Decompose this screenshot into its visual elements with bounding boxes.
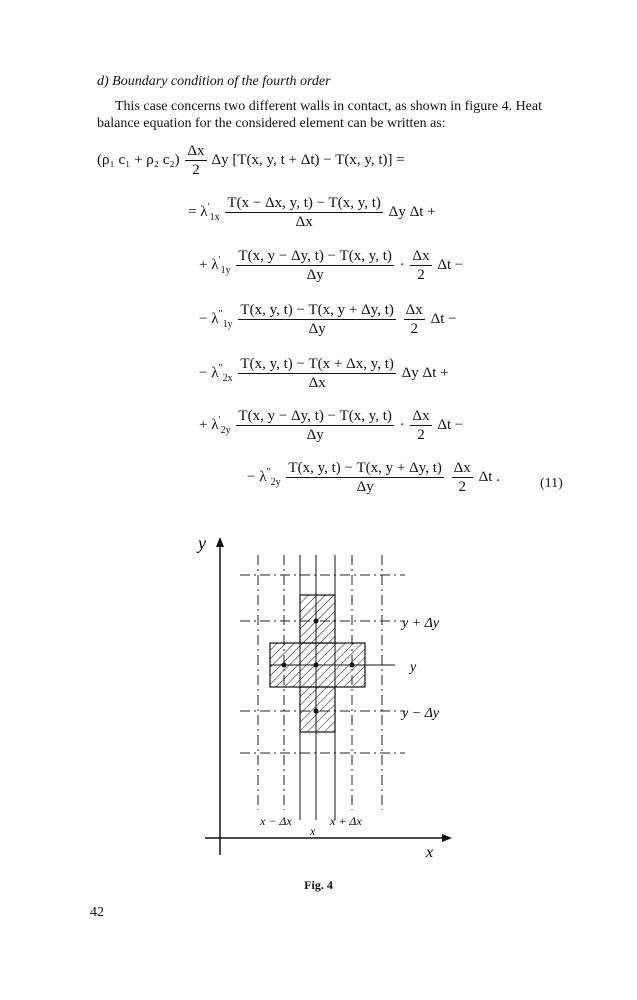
term-sup: ″ bbox=[218, 362, 223, 374]
term-post: Δt . bbox=[478, 468, 500, 485]
equation-term-2: + λ′1y T(x, y − Δy, t) − T(x, y, t) Δy ·… bbox=[199, 248, 463, 283]
node-points bbox=[281, 618, 355, 714]
term-dot: · bbox=[399, 256, 405, 273]
label-y: y bbox=[408, 660, 417, 675]
term-den: Δy bbox=[356, 479, 374, 495]
equation-term-4: − λ″2x T(x, y, t) − T(x + Δx, y, t) Δx Δ… bbox=[199, 356, 449, 391]
figure-4-diagram: y x y + Δy y y − Δy x − Δx x x + Δx bbox=[196, 535, 452, 861]
term-prefix: − λ bbox=[199, 364, 219, 381]
equation-term-5: + λ′2y T(x, y − Δy, t) − T(x, y, t) Δy ·… bbox=[199, 408, 463, 443]
term-sup: ′ bbox=[218, 254, 221, 266]
page-number: 42 bbox=[90, 905, 104, 920]
lhs-coef: (ρ₁ c₁ + ρ₂ c₂) bbox=[97, 151, 180, 168]
term-sub: 2x bbox=[222, 372, 233, 384]
lhs-rest: Δy [T(x, y, t + Δt) − T(x, y, t)] = bbox=[211, 151, 405, 168]
term-fraction-2: Δx 2 bbox=[451, 460, 473, 495]
term-num: T(x − Δx, y, t) − T(x, y, t) bbox=[225, 195, 383, 213]
term-num-2: Δx bbox=[403, 302, 425, 320]
term-prefix: − λ bbox=[247, 468, 267, 485]
term-den-2: 2 bbox=[417, 267, 425, 283]
term-post: Δt − bbox=[437, 416, 464, 433]
term-den: Δx bbox=[295, 214, 313, 230]
equation-lhs: (ρ₁ c₁ + ρ₂ c₂) Δx 2 Δy [T(x, y, t + Δt)… bbox=[97, 143, 405, 178]
equation-term-1: = λ′1x T(x − Δx, y, t) − T(x, y, t) Δx Δ… bbox=[188, 195, 436, 230]
section-label: d) bbox=[97, 74, 109, 89]
term-prefix: − λ bbox=[199, 310, 219, 327]
term-post: Δt − bbox=[430, 310, 457, 327]
term-sub: 1y bbox=[220, 264, 231, 276]
lhs-frac-den: 2 bbox=[192, 162, 200, 178]
label-x-plus: x + Δx bbox=[329, 814, 362, 828]
term-fraction: T(x − Δx, y, t) − T(x, y, t) Δx bbox=[225, 195, 383, 230]
term-sub: 1y bbox=[222, 318, 233, 330]
term-fraction-2: Δx 2 bbox=[410, 248, 432, 283]
term-num: T(x, y − Δy, t) − T(x, y, t) bbox=[236, 408, 394, 426]
equation-term-3: − λ″1y T(x, y, t) − T(x, y + Δy, t) Δy Δ… bbox=[199, 302, 457, 337]
term-post: Δy Δt + bbox=[401, 364, 449, 381]
term-num: T(x, y − Δy, t) − T(x, y, t) bbox=[236, 248, 394, 266]
term-sub: 2y bbox=[270, 476, 281, 488]
term-prefix: = λ bbox=[188, 203, 208, 220]
term-den-2: 2 bbox=[458, 479, 466, 495]
term-dot: · bbox=[399, 416, 405, 433]
term-sup: ″ bbox=[218, 308, 223, 320]
term-num-2: Δx bbox=[451, 460, 473, 478]
term-num-2: Δx bbox=[410, 248, 432, 266]
term-fraction: T(x, y, t) − T(x, y + Δy, t) Δy bbox=[286, 460, 444, 495]
lhs-fraction: Δx 2 bbox=[185, 143, 207, 178]
term-fraction-2: Δx 2 bbox=[403, 302, 425, 337]
term-fraction: T(x, y, t) − T(x + Δx, y, t) Δx bbox=[238, 356, 396, 391]
term-num: T(x, y, t) − T(x, y + Δy, t) bbox=[286, 460, 444, 478]
term-fraction: T(x, y − Δy, t) − T(x, y, t) Δy bbox=[236, 248, 394, 283]
equation-number: (11) bbox=[540, 476, 563, 491]
term-prefix: + λ bbox=[199, 256, 219, 273]
term-sup: ′ bbox=[207, 201, 210, 213]
y-axis-arrow bbox=[216, 537, 224, 547]
term-num: T(x, y, t) − T(x + Δx, y, t) bbox=[238, 356, 396, 374]
axis-x-label: x bbox=[425, 844, 433, 861]
term-sup: ″ bbox=[266, 466, 271, 478]
term-post: Δy Δt + bbox=[388, 203, 436, 220]
term-den: Δy bbox=[308, 321, 326, 337]
term-sub: 2y bbox=[220, 424, 231, 436]
label-x-minus: x − Δx bbox=[259, 814, 292, 828]
section-heading: d) Boundary condition of the fourth orde… bbox=[97, 74, 331, 90]
equation-term-6: − λ″2y T(x, y, t) − T(x, y + Δy, t) Δy Δ… bbox=[247, 460, 500, 495]
label-y-minus: y − Δy bbox=[400, 706, 440, 721]
term-post: Δt − bbox=[437, 256, 464, 273]
x-axis-arrow bbox=[442, 834, 452, 842]
term-den: Δy bbox=[306, 427, 324, 443]
term-den-2: 2 bbox=[417, 427, 425, 443]
term-sub: 1x bbox=[209, 211, 220, 223]
term-sup: ′ bbox=[218, 414, 221, 426]
label-y-plus: y + Δy bbox=[400, 616, 440, 631]
figure-caption: Fig. 4 bbox=[304, 878, 333, 892]
section-title: Boundary condition of the fourth order bbox=[112, 74, 331, 89]
term-den: Δx bbox=[308, 375, 326, 391]
term-prefix: + λ bbox=[199, 416, 219, 433]
label-x: x bbox=[309, 824, 316, 838]
term-fraction: T(x, y − Δy, t) − T(x, y, t) Δy bbox=[236, 408, 394, 443]
intro-paragraph: This case concerns two different walls i… bbox=[97, 99, 542, 131]
term-fraction: T(x, y, t) − T(x, y + Δy, t) Δy bbox=[238, 302, 396, 337]
axis-y-label: y bbox=[196, 535, 206, 553]
term-den: Δy bbox=[306, 267, 324, 283]
term-fraction-2: Δx 2 bbox=[410, 408, 432, 443]
term-num-2: Δx bbox=[410, 408, 432, 426]
term-num: T(x, y, t) − T(x, y + Δy, t) bbox=[238, 302, 396, 320]
lhs-frac-num: Δx bbox=[185, 143, 207, 161]
term-den-2: 2 bbox=[410, 321, 418, 337]
